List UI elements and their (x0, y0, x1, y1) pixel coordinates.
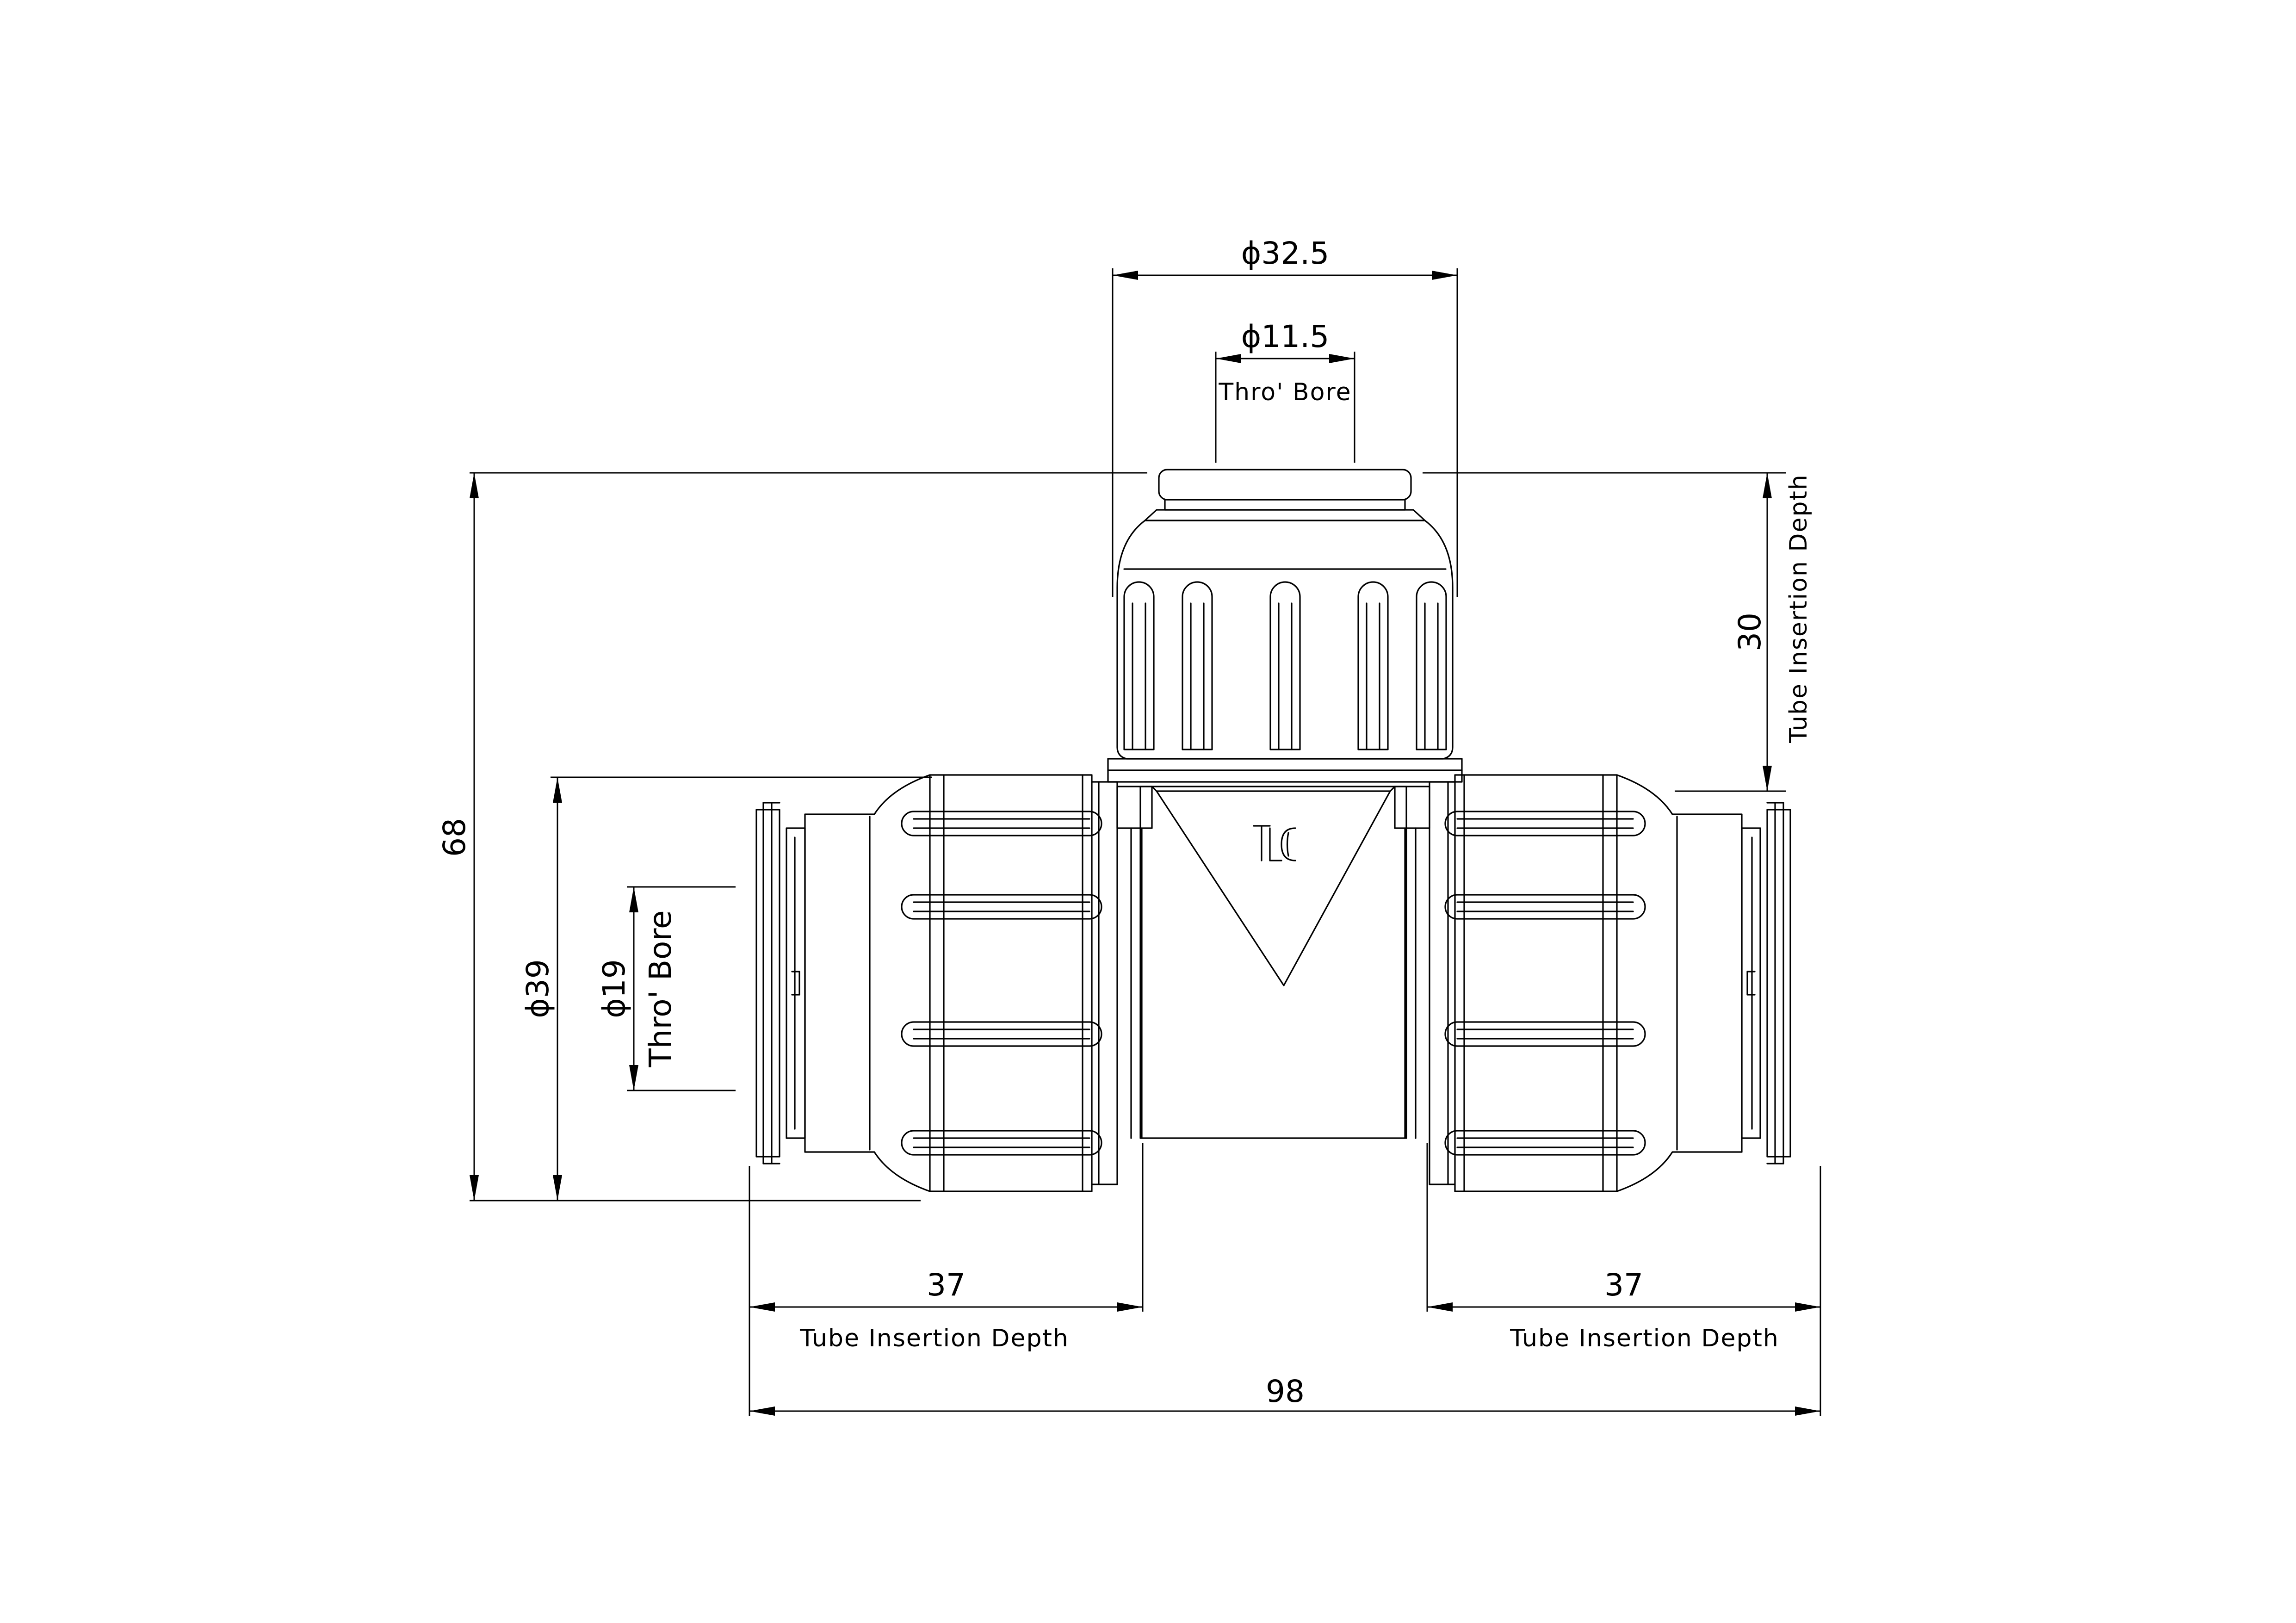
dim-overall-length: 98 (749, 1374, 1820, 1416)
tlc-logo-icon (1253, 825, 1296, 861)
branch-grips (1123, 581, 1447, 750)
dim-run-outer-dia: ϕ39 (520, 776, 932, 1201)
dim-branch-insertion: 30 Tube Insertion Depth (1675, 473, 1813, 792)
left-collet (755, 774, 1118, 1192)
run-bore-dia-label: ϕ19 (596, 959, 632, 1018)
run-bore-note: Thro' Bore (643, 910, 678, 1067)
branch-outer-dia-label: ϕ32.5 (1241, 235, 1330, 271)
right-insertion-note: Tube Insertion Depth (1510, 1325, 1779, 1352)
right-grips (1444, 811, 1646, 1156)
dim-left-insertion: 37 Tube Insertion Depth (749, 1143, 1144, 1416)
dim-branch-outer-dia: ϕ32.5 (1112, 235, 1458, 597)
run-outer-dia-label: ϕ39 (520, 959, 556, 1018)
tee-body (1116, 786, 1430, 1139)
branch-collet (1107, 469, 1463, 783)
branch-insertion-depth-label: 30 (1732, 613, 1768, 651)
tee-fitting (755, 469, 1791, 1192)
dim-right-insertion: 37 Tube Insertion Depth (1426, 1143, 1821, 1416)
overall-height-label: 68 (437, 818, 472, 857)
right-insertion-depth-label: 37 (1604, 1267, 1643, 1303)
right-collet (1429, 774, 1791, 1192)
branch-bore-note: Thro' Bore (1218, 378, 1351, 406)
dim-branch-bore-dia: ϕ11.5 Thro' Bore (1215, 319, 1355, 463)
dim-run-bore-dia: ϕ19 Thro' Bore (596, 886, 736, 1091)
overall-length-label: 98 (1266, 1374, 1305, 1409)
left-grips (901, 811, 1102, 1156)
dim-overall-height: 68 (437, 472, 1786, 1202)
branch-bore-dia-label: ϕ11.5 (1241, 319, 1330, 354)
left-insertion-note: Tube Insertion Depth (799, 1325, 1069, 1352)
left-insertion-depth-label: 37 (927, 1267, 965, 1303)
branch-insertion-note: Tube Insertion Depth (1785, 474, 1813, 743)
